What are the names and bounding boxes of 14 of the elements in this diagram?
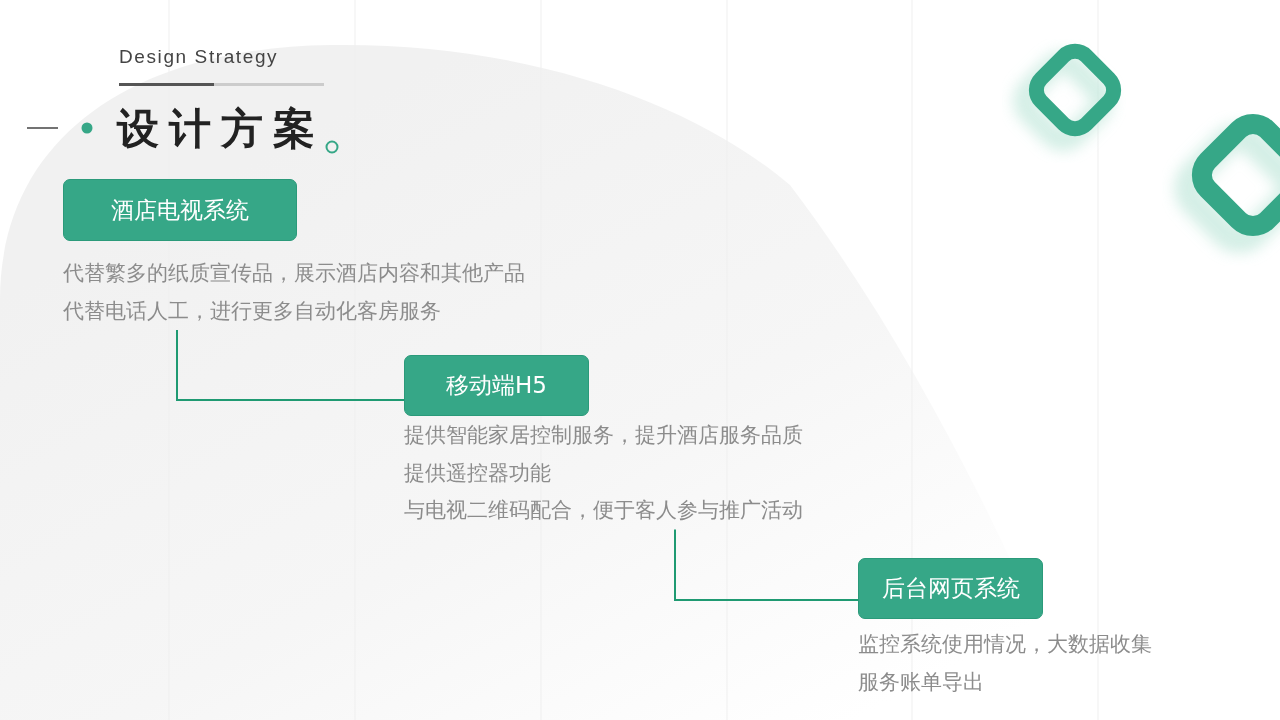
module-box: 酒店电视系统 (63, 179, 297, 241)
module-box: 移动端H5 (404, 355, 589, 416)
description-text: 监控系统使用情况，大数据收集 (858, 631, 1152, 658)
connector-line (176, 329, 405, 401)
description-text: 提供遥控器功能 (404, 459, 551, 487)
slide-title: 设计方案 (117, 104, 325, 154)
description-text: 与电视二维码配合，便于客人参与推广活动 (404, 497, 803, 524)
description-text: 提供智能家居控制服务，提升酒店服务品质 (404, 422, 803, 449)
description-text: 服务账单导出 (858, 668, 984, 696)
connector-line (674, 528, 859, 601)
description-text: 代替繁多的纸质宣传品，展示酒店内容和其他产品 (63, 260, 525, 287)
description-text: 代替电话人工，进行更多自动化客房服务 (63, 297, 441, 325)
subtitle-text: Design Strategy (119, 45, 279, 69)
module-box: 后台网页系统 (858, 558, 1043, 619)
